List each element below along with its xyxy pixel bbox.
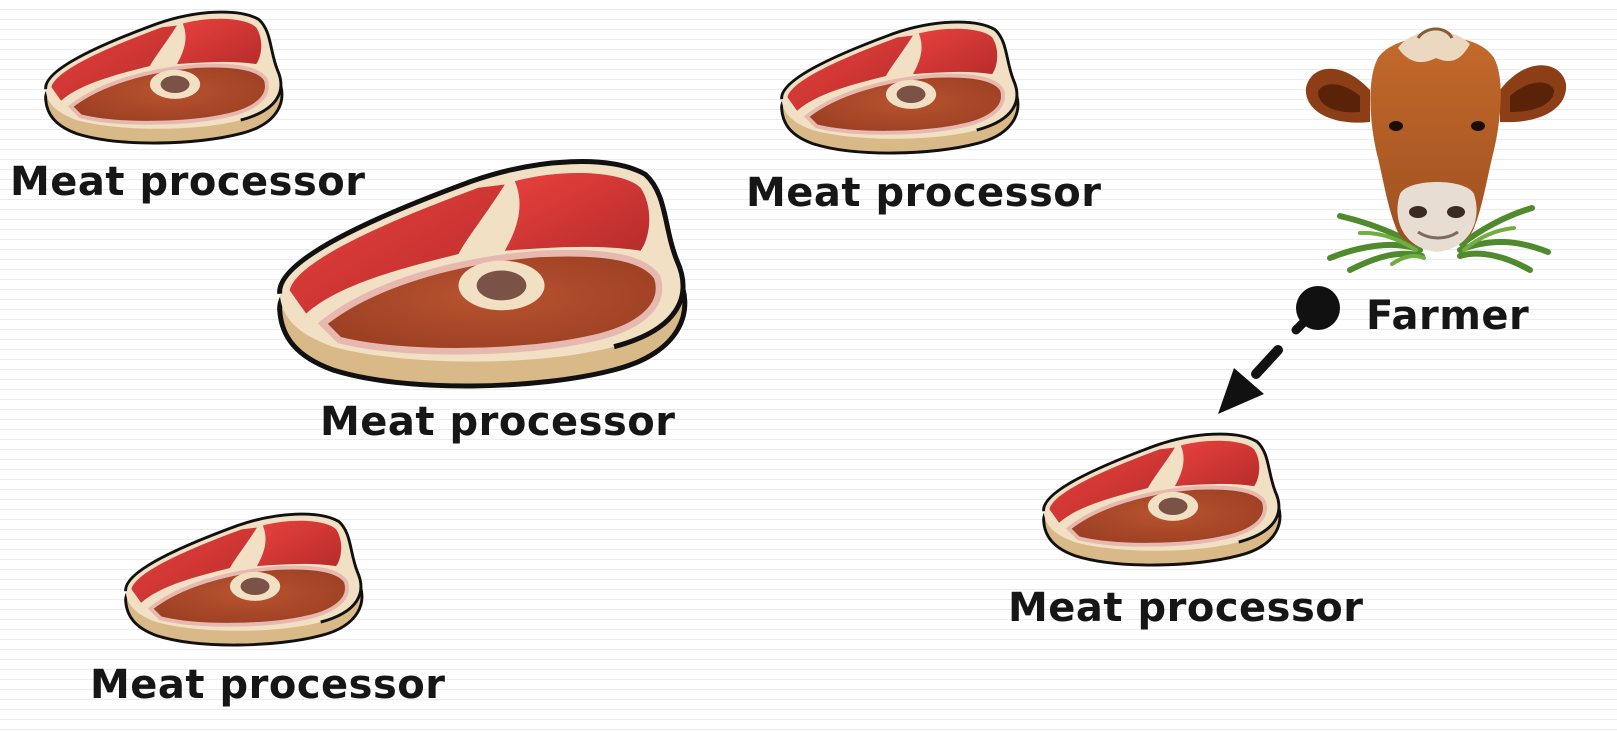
meat-processor-label: Meat processor <box>746 173 1101 213</box>
meat-processor-label: Meat processor <box>1008 588 1363 628</box>
meat-processor-label: Meat processor <box>320 402 675 442</box>
connector-arrow <box>1210 278 1350 428</box>
steak-icon <box>1038 432 1283 572</box>
farmer-label: Farmer <box>1366 296 1529 336</box>
meat-processor-label: Meat processor <box>90 665 445 705</box>
steak-icon <box>776 20 1021 160</box>
cow-icon <box>1300 18 1570 280</box>
steak-icon <box>120 512 365 652</box>
steak-icon <box>40 10 285 150</box>
steak-icon <box>272 158 688 398</box>
